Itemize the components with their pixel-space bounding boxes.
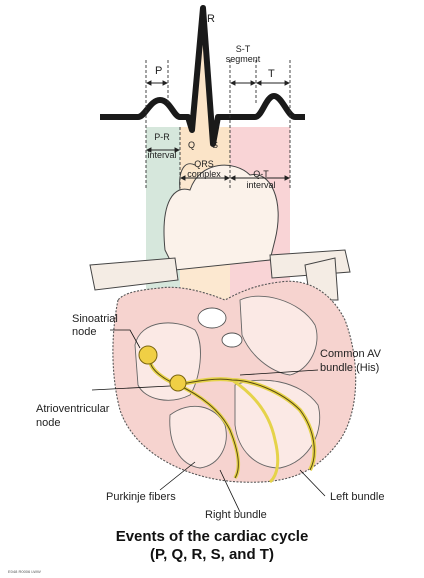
qt-interval-label-2: interval <box>246 180 275 190</box>
wave-label-r: R <box>207 13 215 25</box>
sinoatrial-node-label-2: node <box>72 326 96 338</box>
pr-interval-label-2: interval <box>147 150 176 160</box>
qt-interval-label: Q-T <box>253 169 269 179</box>
figure-credit: E048 R0006 LWW <box>8 569 41 574</box>
atrioventricular-node <box>169 374 187 392</box>
wave-label-q: Q <box>188 140 195 150</box>
left-bundle-label: Left bundle <box>330 491 384 503</box>
sinoatrial-node <box>138 345 158 365</box>
caption-subtitle: (P, Q, R, S, and T) <box>150 546 274 563</box>
leader-lines <box>91 329 326 513</box>
interval-guides <box>145 60 291 188</box>
ecg-r-wave-fine <box>187 7 219 145</box>
purkinje-fibers-label: Purkinje fibers <box>106 491 176 503</box>
qrs-complex-label-2: complex <box>187 169 221 179</box>
pr-interval-label: P-R <box>154 132 170 142</box>
av-node-label: Atrioventricular <box>36 403 110 415</box>
av-bundle-label-2: bundle (His) <box>320 362 379 374</box>
heart-valves <box>197 307 243 348</box>
great-vessels <box>89 163 351 301</box>
interval-arrows <box>145 80 291 181</box>
sinoatrial-node-label: Sinoatrial <box>72 313 118 325</box>
caption-title: Events of the cardiac cycle <box>116 528 309 545</box>
av-bundle-label: Common AV <box>320 348 382 360</box>
av-node-label-2: node <box>36 417 60 429</box>
right-bundle-label: Right bundle <box>205 509 267 521</box>
st-segment-label-2: segment <box>226 54 261 64</box>
qrs-complex-label: QRS <box>194 159 214 169</box>
wave-label-p: P <box>155 65 162 77</box>
wave-label-s: S <box>212 140 218 150</box>
wave-label-t: T <box>268 68 275 80</box>
st-segment-label: S-T <box>236 44 251 54</box>
